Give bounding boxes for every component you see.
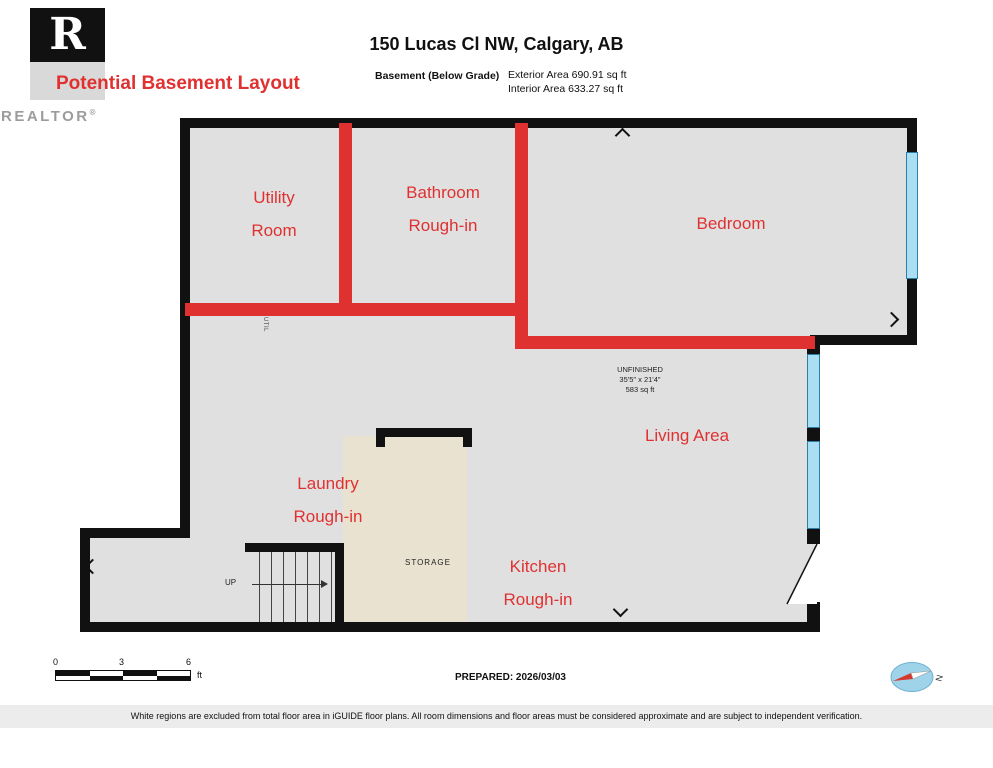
scale-zero: 0 — [53, 657, 59, 667]
living-window-upper — [807, 354, 820, 428]
wall-inner-right-d — [807, 602, 820, 632]
exterior-area: Exterior Area 690.91 sq ft — [508, 69, 627, 81]
wall-inner-right-c — [807, 529, 820, 544]
stairs-direction-line — [252, 584, 322, 585]
unfinished-dimensions: UNFINISHED 35'5" x 21'4" 583 sq ft — [617, 365, 663, 395]
realtor-logo-subbox — [30, 62, 105, 100]
wall-storage-top — [376, 428, 472, 437]
red-wall-utility-bottom — [185, 303, 527, 316]
unfinished-label: UNFINISHED — [617, 365, 663, 374]
utility-room-label-1: Utility — [253, 188, 295, 207]
stairs-direction-arrow-icon — [321, 580, 328, 588]
floor-entry-notch — [85, 535, 185, 627]
wall-storage-stub-left — [376, 428, 385, 447]
wall-notch-top — [80, 528, 188, 538]
wall-step — [810, 335, 917, 345]
storage-region — [343, 436, 467, 624]
scale-bar: 0 3 6 ft — [53, 657, 220, 685]
util-door-label: UTIL — [262, 317, 268, 333]
wall-storage-stub-right — [463, 428, 472, 447]
bathroom-label-1: Bathroom — [406, 183, 480, 202]
layout-title: Potential Basement Layout — [56, 73, 300, 94]
storage-label: STORAGE — [405, 558, 451, 567]
scale-unit: ft — [197, 670, 203, 680]
wall-left — [180, 118, 190, 538]
living-area-label: Living Area — [644, 426, 730, 445]
kitchen-label-1: Kitchen — [509, 557, 567, 576]
living-window-lower — [807, 441, 820, 529]
prepared-date: PREPARED: 2026/03/03 — [455, 672, 566, 683]
interior-area: Interior Area 633.27 sq ft — [508, 83, 623, 95]
page-title-address: 150 Lucas Cl NW, Calgary, AB — [369, 34, 624, 54]
bedroom-label: Bedroom — [696, 214, 766, 233]
wall-bottom — [80, 622, 820, 632]
kitchen-label-2: Rough-in — [503, 590, 573, 609]
wall-stairs-right — [335, 543, 344, 631]
red-wall-bedroom-bottom — [515, 336, 815, 349]
compass-icon: N — [890, 662, 945, 692]
laundry-label-1: Laundry — [297, 474, 359, 493]
wall-right-upper — [907, 118, 917, 154]
stairs — [248, 552, 335, 622]
wall-inner-right-b — [807, 428, 820, 441]
scale-bar-graphic — [55, 670, 191, 681]
up-label: UP — [225, 578, 237, 587]
bedroom-window — [906, 152, 918, 279]
scale-six: 6 — [186, 657, 192, 667]
wall-right-mid — [907, 278, 917, 345]
door-swing-icon — [786, 543, 818, 605]
red-wall-utility-right — [339, 123, 352, 315]
realtor-logo-icon: R — [30, 8, 105, 62]
bathroom-label-2: Rough-in — [408, 216, 478, 235]
wall-stairs-top — [245, 543, 344, 552]
disclaimer-bar: White regions are excluded from total fl… — [0, 705, 993, 728]
unfinished-area: 583 sq ft — [625, 385, 655, 394]
realtor-brand-text: REALTOR — [1, 108, 90, 125]
area-summary: Exterior Area 690.91 sq ft Interior Area… — [508, 68, 626, 96]
utility-room-label-2: Room — [251, 221, 297, 240]
floor-label: Basement (Below Grade) — [375, 70, 500, 82]
compass-north-label: N — [934, 674, 945, 683]
wall-left-lower — [80, 528, 90, 632]
registered-mark: ® — [89, 108, 96, 117]
realtor-r-letter: R — [49, 9, 86, 60]
unfinished-size: 35'5" x 21'4" — [619, 375, 661, 384]
realtor-wordmark: REALTOR® — [1, 108, 96, 125]
red-wall-bathroom-right — [515, 123, 528, 349]
laundry-label-2: Rough-in — [293, 507, 363, 526]
scale-three: 3 — [119, 657, 125, 667]
wall-top — [180, 118, 917, 128]
